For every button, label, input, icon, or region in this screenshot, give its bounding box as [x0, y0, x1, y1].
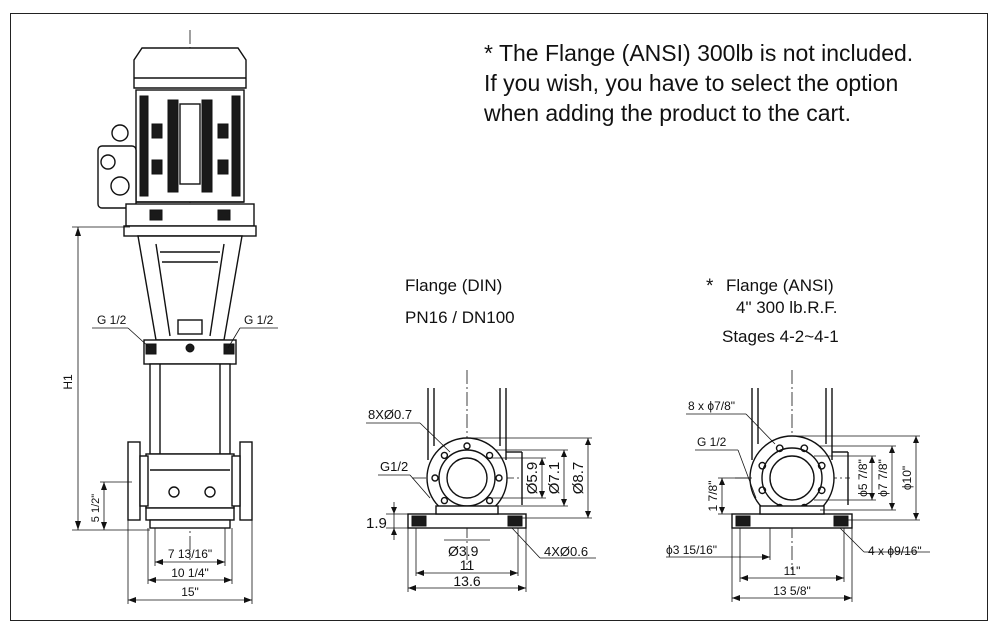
vent-plug-left-icon	[145, 343, 157, 355]
din-w136-label: 13.6	[453, 573, 480, 589]
ansi-d5-label: ϕ5 7/8"	[856, 459, 870, 497]
din-holes-label: 8XØ0.7	[368, 407, 412, 422]
din-d39-label: Ø3.9	[448, 543, 479, 559]
note-line-1: * The Flange (ANSI) 300lb is not include…	[484, 38, 913, 68]
din-g-label: G1/2	[380, 459, 408, 474]
cable-gland-icon	[100, 154, 116, 170]
note-text-1: The Flange (ANSI) 300lb is not included.	[498, 40, 914, 66]
motor-flange	[125, 203, 255, 227]
ansi-title: Flange (ANSI)	[726, 276, 834, 295]
g-left-label: G 1/2	[97, 313, 127, 327]
inlet-flange	[127, 441, 141, 521]
ansi-w11-label: 11"	[784, 564, 801, 578]
ansi-d10-label: ϕ10"	[900, 466, 914, 490]
dim-10-1-4-label: 10 1/4"	[171, 566, 209, 580]
ansi-d7-label: ϕ7 7/8"	[876, 459, 890, 497]
din-title: Flange (DIN)	[405, 276, 502, 295]
din-spec: PN16 / DN100	[405, 308, 515, 327]
note-asterisk: *	[484, 40, 493, 66]
outlet-flange	[239, 441, 253, 521]
pump-foot	[145, 507, 235, 521]
motor-cap	[133, 47, 247, 89]
din-d87-label: Ø8.7	[570, 462, 587, 495]
din-flange-drawing: Flange (DIN) PN16 / DN100	[366, 276, 596, 592]
dim-7-13-16-label: 7 13/16"	[168, 547, 212, 561]
din-d59-label: Ø5.9	[524, 462, 541, 495]
vent-plug-right-icon	[223, 343, 235, 355]
din-h19-label: 1.9	[366, 515, 387, 532]
ansi-d3-label: ϕ3 15/16"	[666, 543, 717, 557]
pump-sleeve	[149, 363, 231, 455]
ansi-h178-label: 1 7/8"	[706, 481, 720, 512]
ansi-feet-label: 4 x ϕ9/16"	[868, 544, 922, 558]
pump-base	[145, 453, 235, 509]
ansi-stages: Stages 4-2~4-1	[722, 327, 839, 346]
ansi-w13-label: 13 5/8"	[773, 584, 811, 598]
din-w11-label: 11	[460, 557, 475, 573]
drawing-frame	[10, 13, 988, 621]
din-d71-label: Ø7.1	[546, 462, 563, 495]
flange-note: * The Flange (ANSI) 300lb is not include…	[484, 38, 913, 128]
dim-5-1-2-label: 5 1/2"	[90, 494, 102, 522]
eye-bolt-icon	[111, 124, 129, 142]
ansi-spec: 4" 300 lb.R.F.	[736, 298, 837, 317]
note-line-2: If you wish, you have to select the opti…	[484, 70, 899, 96]
ansi-asterisk: *	[706, 276, 714, 297]
ansi-holes-label: 8 x ϕ7/8"	[688, 399, 735, 413]
h1-label: H1	[61, 374, 75, 390]
g-right-label: G 1/2	[244, 313, 274, 327]
din-feet-label: 4XØ0.6	[544, 544, 588, 559]
ansi-g-label: G 1/2	[697, 435, 727, 449]
pump-drawing: H1 5 1/2" G 1/2 G 1/2 7 13/16"	[61, 30, 278, 604]
ansi-flange-drawing: * Flange (ANSI) 4" 300 lb.R.F. Stages 4-…	[666, 276, 930, 602]
dim-15-label: 15"	[181, 585, 199, 599]
note-line-3: when adding the product to the cart.	[484, 100, 851, 126]
